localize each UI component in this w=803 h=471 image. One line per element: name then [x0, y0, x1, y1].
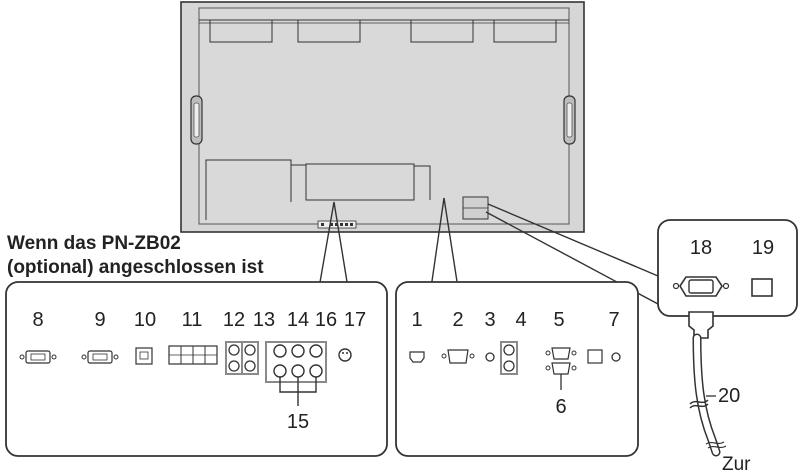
terminal-panel: 1 2 3 4 5 7 6	[395, 281, 639, 457]
ac-inlet-icon	[672, 276, 730, 297]
connector-6-rs232c-icon	[545, 362, 577, 375]
footer-label: Zur	[722, 454, 751, 471]
callout-17: 17	[344, 309, 366, 331]
connector-11-terminal-icon	[168, 345, 218, 365]
main-power-switch-icon	[751, 278, 773, 297]
connector-1-hdmi-icon	[409, 351, 425, 363]
pn-zb02-box	[5, 281, 388, 457]
callout-12: 12	[223, 309, 245, 331]
callout-10: 10	[134, 309, 156, 331]
callout-9: 9	[94, 309, 105, 331]
connector-8-dvi-icon	[19, 350, 57, 364]
callout-4: 4	[515, 309, 526, 331]
connector-16-jack-icon	[309, 344, 323, 358]
callout-8: 8	[32, 309, 43, 331]
usb-port-icon	[587, 349, 603, 364]
connector-9-dvi-icon	[81, 350, 119, 364]
callout-2: 2	[452, 309, 463, 331]
pn-zb02-panel: 8 9 10 11 12 13 14 16 17 15	[5, 281, 388, 457]
callout-13: 13	[253, 309, 275, 331]
callout-19: 19	[752, 237, 774, 259]
connector-17-svideo-icon	[338, 348, 352, 362]
callout-20: 20	[718, 385, 740, 407]
power-box	[657, 219, 798, 317]
connector-3-jack-icon	[485, 352, 495, 362]
connector-5-rs232c-icon	[545, 347, 577, 360]
callout-16: 16	[315, 309, 337, 331]
monitor-inner-panel	[198, 7, 570, 225]
plug-icon	[688, 311, 714, 339]
callout-7: 7	[608, 309, 619, 331]
connector-7-jack-icon	[611, 352, 621, 362]
callout-18: 18	[690, 237, 712, 259]
callout-5: 5	[553, 309, 564, 331]
callout-6: 6	[555, 396, 566, 418]
callout-1: 1	[411, 309, 422, 331]
caption-line-2: (optional) angeschlossen ist	[7, 257, 264, 278]
callout-3: 3	[484, 309, 495, 331]
monitor-rear	[180, 1, 585, 233]
callout-15: 15	[287, 411, 309, 433]
callout-11: 11	[182, 309, 203, 331]
callout-14: 14	[287, 309, 309, 331]
connector-10-lan-icon	[135, 347, 153, 365]
power-panel: 18 19	[657, 219, 798, 317]
power-cord: 20 Zur	[688, 311, 751, 471]
caption-line-1: Wenn das PN-ZB02	[7, 233, 181, 254]
connector-2-dsub-icon	[441, 349, 475, 364]
